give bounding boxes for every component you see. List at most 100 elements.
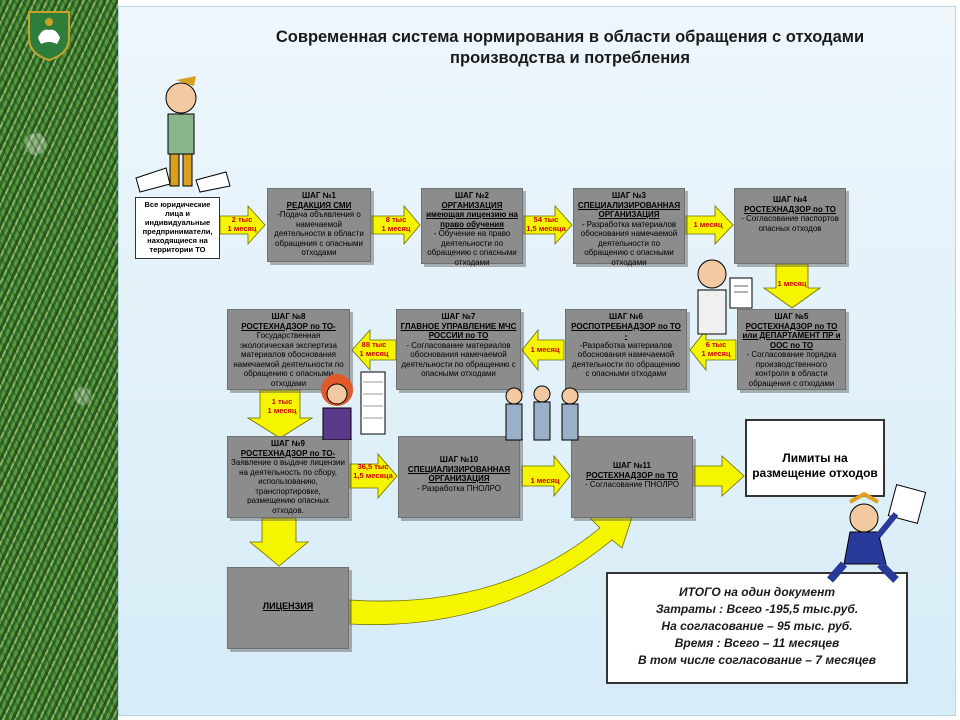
flow-label-6-line1: 6 тыс	[705, 340, 727, 349]
step-2-box: ШАГ №2 ОРГАНИЗАЦИЯ имеющая лицензию на п…	[421, 188, 523, 267]
step-10-text: - Разработка ПНОЛРО	[416, 483, 502, 493]
flow-label-2-line2: 1 месяц	[381, 224, 411, 233]
step-1-org: РЕДАКЦИЯ СМИ	[286, 200, 352, 210]
step-3-number: ШАГ №3	[612, 191, 646, 200]
step-9-org: РОСТЕХНАДЗОР по ТО-	[240, 448, 336, 458]
flow-label-3: 54 тыс 1,5 месяца	[524, 215, 568, 233]
step-8-org: РОСТЕХНАДЗОР по ТО-	[241, 321, 336, 331]
arrow-start-to-step1	[219, 204, 266, 246]
arrow-step3-to-step4	[685, 204, 734, 246]
step-5-org: РОСТЕХНАДЗОР по ТО или ДЕПАРТАМЕНТ ПР и …	[742, 321, 841, 350]
step-11-box: ШАГ №11 РОСТЕХНАДЗОР по ТО - Согласовани…	[571, 436, 693, 518]
flow-label-9-line1: 1 тыс	[271, 397, 293, 406]
step-7-text: - Согласование материалов обоснования на…	[401, 340, 516, 379]
arrow-step9-to-license	[248, 517, 310, 567]
step-6-box: ШАГ №6 РОСПОТРЕБНАДЗОР по ТО - -Разработ…	[565, 309, 687, 390]
step-6-number: ШАГ №6	[609, 312, 643, 321]
flow-label-3-line2: 1,5 месяца	[526, 224, 566, 233]
step-11-text: - Согласование ПНОЛРО	[585, 480, 679, 489]
arrow-step6-to-step7	[521, 328, 565, 372]
step-4-text: - Согласование паспортов опасных отходов	[741, 214, 839, 233]
flow-label-2: 8 тыс 1 месяц	[376, 215, 416, 233]
arrow-step1-to-step2	[371, 204, 421, 246]
step-8-number: ШАГ №8	[271, 312, 306, 321]
step-6-org: РОСПОТРЕБНАДЗОР по ТО -	[571, 321, 681, 341]
flow-label-7-line1: 1 месяц	[530, 345, 560, 354]
flow-label-8-line1: 88 тыс	[361, 340, 387, 349]
license-label: ЛИЦЕНЗИЯ	[262, 601, 314, 611]
flow-label-6-line2: 1 месяц	[701, 349, 731, 358]
arrow-step10-to-step11	[521, 454, 571, 498]
three-men-icon	[505, 385, 579, 441]
flow-label-8-line2: 1 месяц	[359, 349, 389, 358]
step-7-box: ШАГ №7 ГЛАВНОЕ УПРАВЛЕНИЕ МЧС РОССИИ по …	[396, 309, 521, 390]
step-8-text: Государственная экологическая экспертиза…	[233, 331, 344, 388]
step-5-text: - Согласование порядка производственного…	[746, 350, 837, 388]
flow-label-1: 2 тыс 1 месяц	[224, 215, 260, 233]
flow-label-9-line2: 1 месяц	[267, 406, 297, 415]
start-box: Все юридические лица и индивидуальные пр…	[135, 197, 220, 259]
flow-label-8: 88 тыс 1 месяц	[356, 340, 392, 358]
step-1-text: -Подача объявления о намечаемой деятельн…	[274, 210, 364, 257]
step-5-box: ШАГ №5 РОСТЕХНАДЗОР по ТО или ДЕПАРТАМЕН…	[737, 309, 846, 390]
step-9-box: ШАГ №9 РОСТЕХНАДЗОР по ТО- Заявление о в…	[227, 436, 349, 518]
arrow-step9-to-step10	[349, 452, 398, 500]
arrow-step4-to-step5	[762, 263, 822, 309]
step-5-number: ШАГ №5	[774, 312, 809, 321]
summary-line-5: В том числе согласование – 7 месяцев	[638, 653, 876, 667]
flow-label-11-line1: 1 месяц	[530, 476, 560, 485]
flow-label-5: 1 месяц	[772, 279, 812, 288]
step-3-box: ШАГ №3 СПЕЦИАЛИЗИРОВАННАЯ ОРГАНИЗАЦИЯ - …	[573, 188, 685, 267]
flow-label-4-line1: 1 месяц	[693, 220, 723, 229]
running-man-icon	[826, 484, 927, 583]
limits-label: Лимиты на размещение отходов	[752, 451, 878, 480]
arrow-step2-to-step3	[523, 204, 573, 246]
step-10-number: ШАГ №10	[439, 455, 479, 464]
woman-with-papers-icon	[321, 371, 386, 440]
step-1-box: ШАГ №1 РЕДАКЦИЯ СМИ -Подача объявления о…	[267, 188, 371, 262]
arrow-step11-to-limits	[693, 455, 745, 497]
flow-label-1-line1: 2 тыс	[231, 215, 253, 224]
step-6-text: -Разработка материалов обоснования намеч…	[571, 340, 681, 379]
flow-label-7: 1 месяц	[526, 345, 564, 354]
arrow-step7-to-step8	[351, 328, 397, 372]
step-10-box: ШАГ №10 СПЕЦИАЛИЗИРОВАННАЯ ОРГАНИЗАЦИЯ -…	[398, 436, 520, 518]
forest-background	[0, 0, 118, 720]
title-line-2: производства и потребления	[450, 49, 690, 67]
arrow-license-to-step11	[349, 504, 637, 625]
summary-line-3: На согласование – 95 тыс. руб.	[661, 619, 853, 633]
flow-label-4: 1 месяц	[688, 220, 728, 229]
step-11-org: РОСТЕХНАДЗОР по ТО	[586, 470, 678, 480]
flow-label-3-line1: 54 тыс	[533, 215, 559, 224]
step-2-text: - Обучение на право деятельности по обра…	[427, 229, 517, 267]
summary-line-2: Затраты : Всего -195,5 тыс.руб.	[655, 602, 859, 616]
step-4-box: ШАГ №4 РОСТЕХНАДЗОР по ТО - Согласование…	[734, 188, 846, 264]
flow-label-1-line2: 1 месяц	[227, 224, 257, 233]
coat-of-arms-icon	[28, 11, 70, 62]
step-9-text: Заявление о выдаче лицензии на деятельно…	[231, 458, 345, 515]
summary-line-1: ИТОГО на один документ	[678, 585, 836, 599]
step-2-number: ШАГ №2	[455, 191, 489, 200]
arrow-step5-to-step6	[689, 328, 737, 372]
step-2-org: ОРГАНИЗАЦИЯ имеющая лицензию на право об…	[426, 200, 518, 229]
flow-label-9: 1 тыс 1 месяц	[262, 397, 302, 415]
page-title: Современная система нормирования в облас…	[200, 27, 940, 69]
arrow-step8-to-step9	[246, 389, 314, 439]
step-3-text: - Разработка материалов обоснования наме…	[580, 219, 678, 267]
license-box: ЛИЦЕНЗИЯ	[227, 567, 349, 649]
flow-label-5-line1: 1 месяц	[777, 279, 807, 288]
summary-box: ИТОГО на один документ Затраты : Всего -…	[606, 572, 908, 684]
step-4-org: РОСТЕХНАДЗОР по ТО	[744, 204, 836, 214]
step-11-number: ШАГ №11	[613, 461, 651, 470]
flow-label-10: 36,5 тыс 1,5 месяца	[350, 462, 396, 480]
flow-label-11: 1 месяц	[524, 476, 566, 485]
step-3-org: СПЕЦИАЛИЗИРОВАННАЯ ОРГАНИЗАЦИЯ	[577, 200, 681, 220]
title-line-1: Современная система нормирования в облас…	[275, 28, 865, 46]
step-1-number: ШАГ №1	[302, 191, 336, 200]
summary-line-4: Время : Всего – 11 месяцев	[674, 636, 840, 650]
flow-label-10-line1: 36,5 тыс	[357, 462, 389, 471]
start-box-text: Все юридические лица и индивидуальные пр…	[142, 200, 213, 254]
thinking-man-icon	[135, 76, 231, 193]
flow-label-2-line1: 8 тыс	[385, 215, 407, 224]
step-7-number: ШАГ №7	[441, 312, 476, 321]
